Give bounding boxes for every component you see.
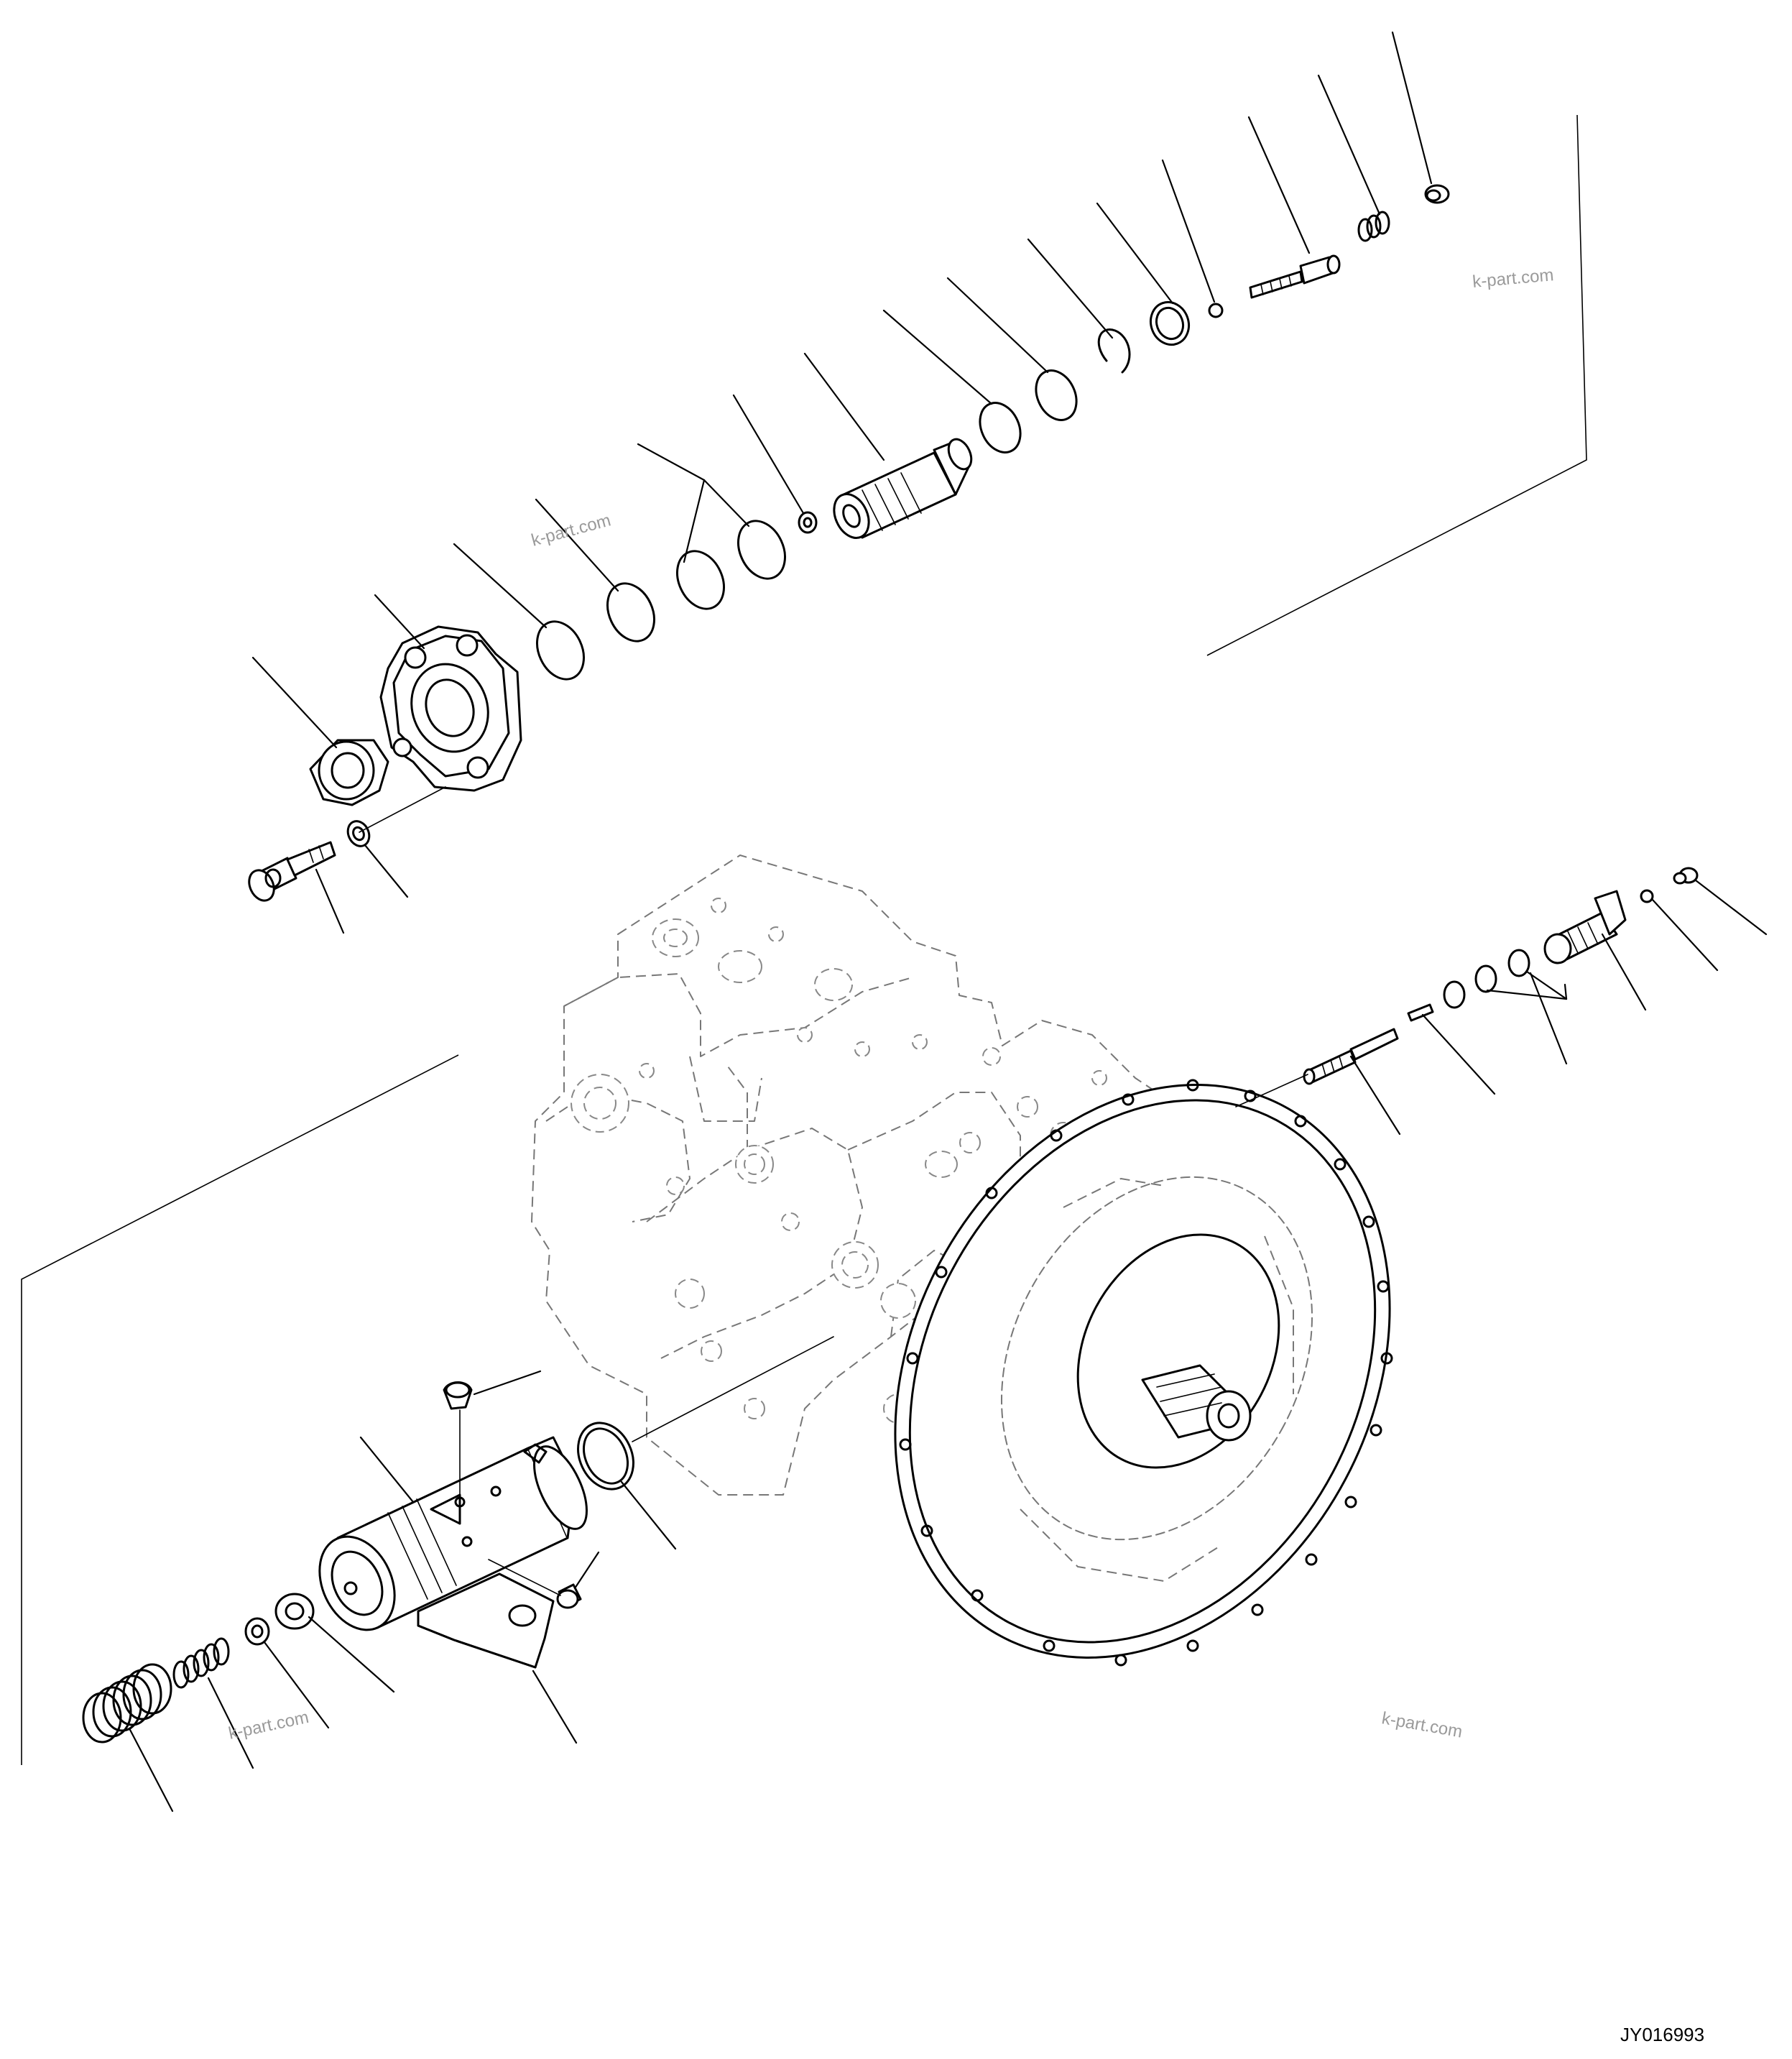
right-ball-part — [1640, 889, 1654, 903]
watermark-text: k-part.com — [530, 510, 613, 550]
outer-spring-part — [82, 1663, 172, 1744]
right-sleeve-part — [1543, 890, 1627, 964]
lower-axis-line — [632, 1336, 834, 1442]
right-axis-line — [1235, 1074, 1308, 1107]
sleeve-part — [833, 438, 973, 539]
plug-part — [1424, 184, 1450, 204]
lock-nut-part — [309, 739, 389, 806]
o-ring-part-1 — [1035, 369, 1078, 421]
small-spring-part — [1357, 211, 1390, 242]
upper-leader-lines — [251, 31, 1433, 934]
right-ring-part-2 — [1474, 964, 1497, 993]
right-ring-part-1 — [1507, 949, 1530, 977]
o-ring-part-2 — [979, 402, 1022, 453]
upper-parts — [248, 184, 1450, 902]
adjusting-screw-part — [1249, 254, 1341, 299]
right-pin-part — [1407, 1003, 1434, 1022]
o-ring-part-3 — [737, 520, 786, 580]
top-screw-part — [443, 1381, 473, 1524]
o-ring-part-4 — [676, 550, 725, 610]
snap-ring-part — [1097, 328, 1131, 374]
right-ring-part-3 — [1443, 980, 1466, 1009]
lower-leader-lines — [128, 1370, 677, 1812]
spring-seat-part — [244, 1617, 270, 1646]
right-leader-lines — [1349, 879, 1768, 1136]
ball-part — [1208, 303, 1224, 318]
o-ring-part-6 — [536, 620, 585, 681]
pump-body-phantom — [531, 855, 1179, 1496]
flywheel-housing-part — [894, 1079, 1393, 1667]
flange-cover-part — [379, 625, 522, 792]
lower-washer-part — [274, 1593, 315, 1630]
bottom-screw-part — [488, 1559, 582, 1609]
o-ring-part-5 — [606, 582, 655, 642]
bolt-part — [248, 841, 336, 902]
stopper-block-part — [417, 1572, 555, 1669]
watermark-text: k-part.com — [1380, 1708, 1464, 1741]
small-nut-part — [798, 511, 818, 534]
washer-part — [346, 820, 371, 847]
inner-spring-part — [172, 1637, 230, 1689]
servo-piston-part — [318, 1436, 588, 1631]
upper-axis-line — [359, 786, 446, 833]
upper-assembly-frame — [1206, 114, 1587, 656]
drawing-code-label: JY016993 — [1620, 2024, 1704, 2045]
lower-parts — [82, 1336, 834, 1744]
right-side-parts — [1235, 867, 1699, 1107]
lower-o-ring-part — [577, 1422, 634, 1491]
watermark-text: k-part.com — [227, 1708, 310, 1744]
lower-assembly-frame — [21, 1054, 459, 1765]
right-spool-part — [1303, 1028, 1399, 1085]
right-plug-part — [1673, 867, 1699, 885]
watermark-text: k-part.com — [1472, 265, 1554, 292]
ring-part — [1150, 300, 1190, 346]
